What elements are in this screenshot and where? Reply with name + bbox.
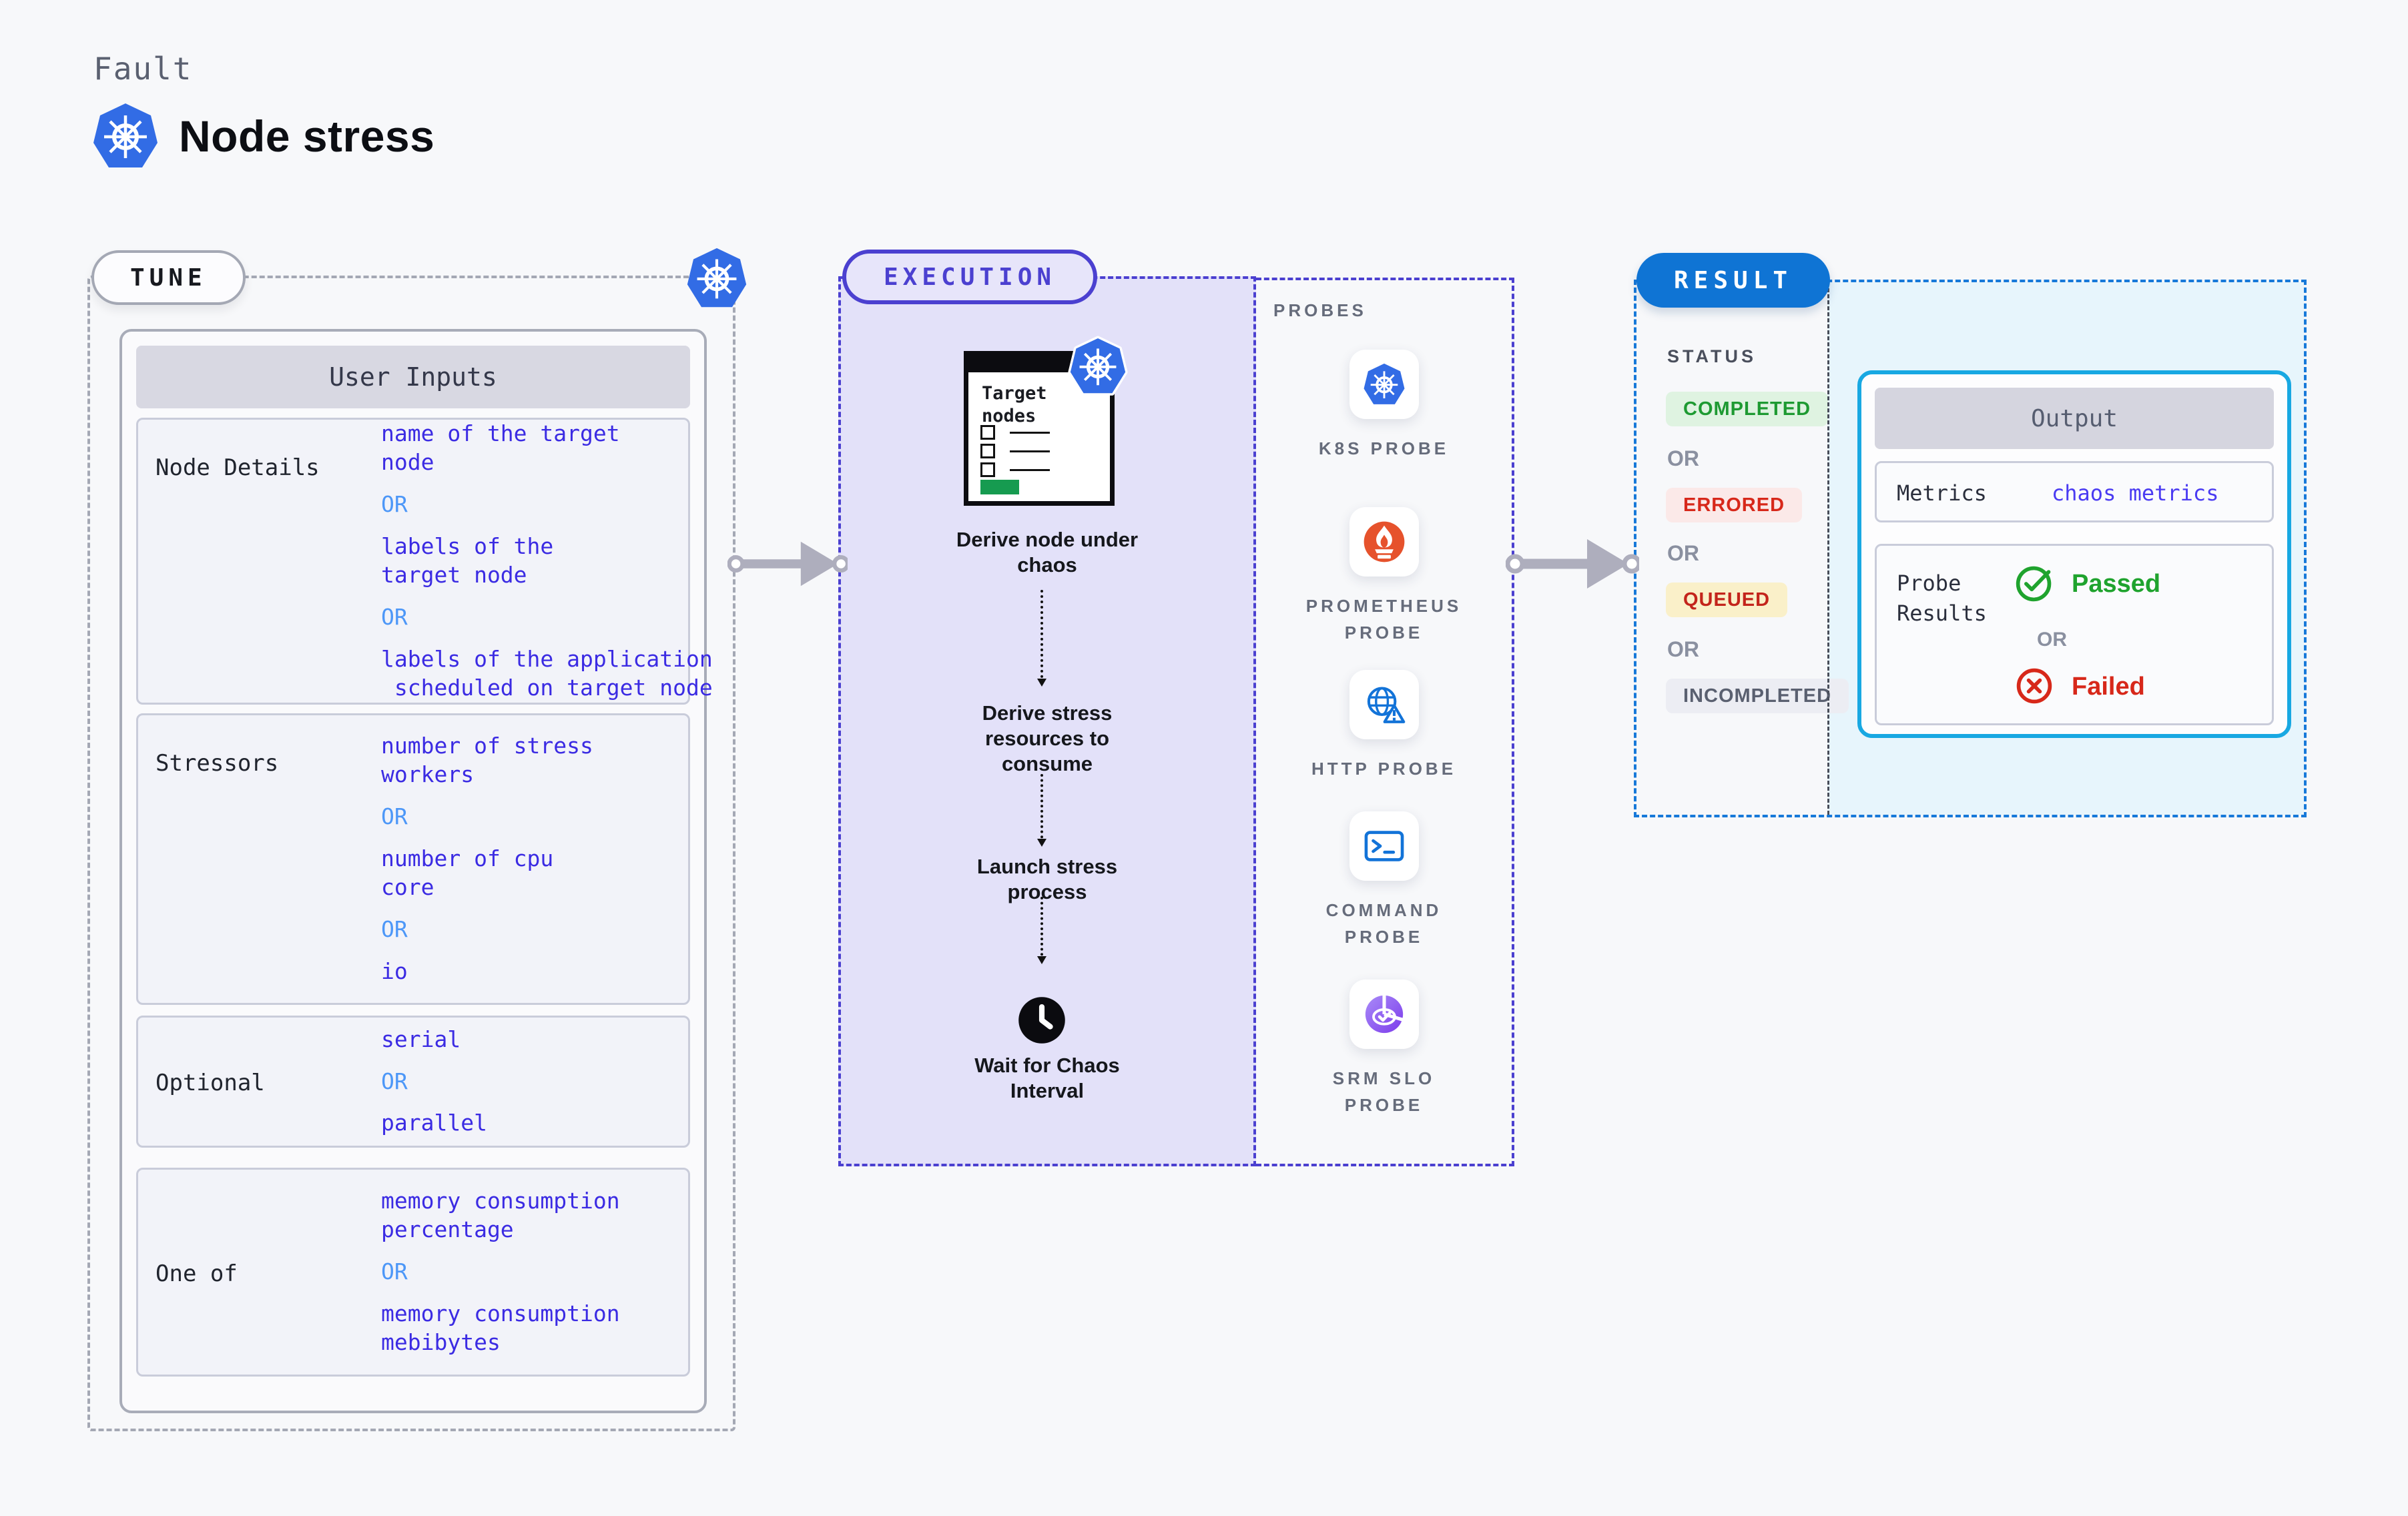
http-globe-warning-icon bbox=[1362, 682, 1407, 727]
probe-label: SRM SLO PROBE bbox=[1332, 1068, 1436, 1116]
user-inputs-table: User Inputs Node Details name of the tar… bbox=[119, 329, 713, 1413]
table-row-one-of: One of memory consumption percentage OR … bbox=[136, 1168, 690, 1377]
result-pill: RESULT bbox=[1636, 253, 1831, 308]
status-badge-queued: QUEUED bbox=[1666, 583, 1788, 617]
or-separator: OR bbox=[381, 1068, 408, 1094]
execution-pill: EXECUTION bbox=[842, 250, 1098, 304]
target-nodes-clipboard-icon: Target nodes bbox=[964, 351, 1115, 506]
page-header: Node stress bbox=[92, 101, 434, 171]
probe-item-k8s: K8S PROBE bbox=[1256, 350, 1512, 462]
row-values: serial OR parallel bbox=[381, 1018, 487, 1146]
probe-label: COMMAND PROBE bbox=[1325, 900, 1442, 948]
dotted-arrow-down-icon bbox=[1037, 897, 1046, 964]
probe-card bbox=[1349, 670, 1419, 739]
kubernetes-icon bbox=[686, 246, 747, 310]
table-row-stressors: Stressors number of stress workers OR nu… bbox=[136, 713, 690, 1005]
checkbox-icon bbox=[980, 444, 995, 458]
user-inputs-header: User Inputs bbox=[136, 346, 690, 408]
status-badge-incompleted: INCOMPLETED bbox=[1666, 679, 1849, 713]
input-value: name of the target node bbox=[381, 420, 620, 476]
fault-eyebrow: Fault bbox=[93, 51, 193, 87]
row-values: name of the target node OR labels of the… bbox=[381, 420, 713, 703]
checkbox-icon bbox=[980, 462, 995, 477]
dotted-arrow-down-icon bbox=[1037, 774, 1046, 847]
kubernetes-icon bbox=[1363, 362, 1406, 406]
probe-card bbox=[1349, 980, 1419, 1049]
input-value: io bbox=[381, 958, 408, 984]
input-value: number of stress workers bbox=[381, 733, 593, 788]
result-output-panel bbox=[1827, 282, 2304, 815]
arrow-probes-to-result bbox=[1506, 530, 1639, 597]
input-value: parallel bbox=[381, 1110, 487, 1136]
kubernetes-icon bbox=[92, 101, 159, 171]
or-separator: OR bbox=[381, 915, 408, 942]
probe-label: HTTP PROBE bbox=[1311, 759, 1457, 779]
or-separator: OR bbox=[381, 1258, 408, 1285]
row-label: One of bbox=[156, 1260, 238, 1287]
or-separator: OR bbox=[1667, 637, 1699, 661]
probe-label: PROMETHEUS PROBE bbox=[1305, 596, 1462, 643]
execution-step: Launch stress process bbox=[976, 855, 1118, 903]
probe-item-http: HTTP PROBE bbox=[1256, 670, 1512, 782]
table-row-optional: Optional serial OR parallel bbox=[136, 1016, 690, 1148]
arrow-tune-to-execution bbox=[727, 530, 848, 597]
probe-card bbox=[1349, 350, 1419, 419]
or-separator: OR bbox=[381, 491, 408, 518]
probes-section: PROBES K8S PROBE PROMETHEUS PROBE HTTP P… bbox=[1256, 278, 1514, 1166]
probes-title: PROBES bbox=[1273, 300, 1367, 320]
execution-step: Derive node under chaos bbox=[956, 528, 1139, 577]
status-badge-completed: COMPLETED bbox=[1666, 392, 1829, 426]
execution-step: Derive stress resources to consume bbox=[982, 701, 1113, 775]
probe-card bbox=[1349, 811, 1419, 881]
green-progress-bar bbox=[980, 480, 1019, 494]
result-divider bbox=[1827, 282, 1829, 815]
input-value: memory consumption mebibytes bbox=[381, 1300, 620, 1355]
dotted-arrow-down-icon bbox=[1037, 590, 1046, 687]
row-label: Node Details bbox=[156, 454, 320, 481]
result-section: RESULT STATUS COMPLETED OR ERRORED OR QU… bbox=[1634, 253, 2307, 817]
input-value: number of cpu core bbox=[381, 845, 554, 900]
execution-section: EXECUTION Target nodes Derive node under… bbox=[838, 250, 1256, 1166]
table-row-node-details: Node Details name of the target node OR … bbox=[136, 418, 713, 705]
command-terminal-icon bbox=[1362, 824, 1406, 868]
page-title: Node stress bbox=[179, 111, 435, 161]
list-line bbox=[1010, 450, 1050, 452]
checklist-item bbox=[980, 425, 1050, 440]
checklist-item bbox=[980, 462, 1050, 477]
row-values: memory consumption percentage OR memory … bbox=[381, 1170, 620, 1375]
status-badge-errored: ERRORED bbox=[1666, 488, 1803, 522]
clock-icon bbox=[1017, 996, 1067, 1045]
tune-section: TUNE User Inputs Node Details name of th… bbox=[87, 276, 735, 1431]
row-label: Stressors bbox=[156, 750, 279, 777]
input-value: memory consumption percentage bbox=[381, 1188, 620, 1243]
tune-pill: TUNE bbox=[91, 250, 246, 305]
input-value: serial bbox=[381, 1026, 461, 1052]
checkbox-icon bbox=[980, 425, 995, 440]
or-separator: OR bbox=[381, 603, 408, 630]
probe-item-prometheus: PROMETHEUS PROBE bbox=[1256, 507, 1512, 647]
input-value: labels of the target node bbox=[381, 533, 554, 588]
srm-slo-pie-check-icon bbox=[1363, 993, 1406, 1036]
probe-item-command: COMMAND PROBE bbox=[1256, 811, 1512, 951]
clipboard-title: Target nodes bbox=[982, 383, 1047, 426]
probe-card bbox=[1349, 507, 1419, 577]
list-line bbox=[1010, 468, 1050, 471]
row-values: number of stress workers OR number of cp… bbox=[381, 715, 593, 1003]
or-separator: OR bbox=[381, 803, 408, 830]
execution-step: Wait for Chaos Interval bbox=[974, 1054, 1120, 1102]
prometheus-icon bbox=[1362, 520, 1406, 564]
list-line bbox=[1010, 431, 1050, 434]
probe-label: K8S PROBE bbox=[1318, 438, 1450, 458]
status-column: STATUS COMPLETED OR ERRORED OR QUEUED OR… bbox=[1666, 282, 1849, 815]
input-value: labels of the application scheduled on t… bbox=[381, 645, 713, 701]
row-label: Optional bbox=[156, 1070, 265, 1096]
checklist-item bbox=[980, 444, 1050, 458]
or-separator: OR bbox=[1667, 446, 1699, 470]
kubernetes-badge-icon bbox=[1066, 333, 1130, 400]
or-separator: OR bbox=[1667, 541, 1699, 565]
probe-item-srm-slo: SRM SLO PROBE bbox=[1256, 980, 1512, 1119]
status-title: STATUS bbox=[1667, 346, 1757, 366]
